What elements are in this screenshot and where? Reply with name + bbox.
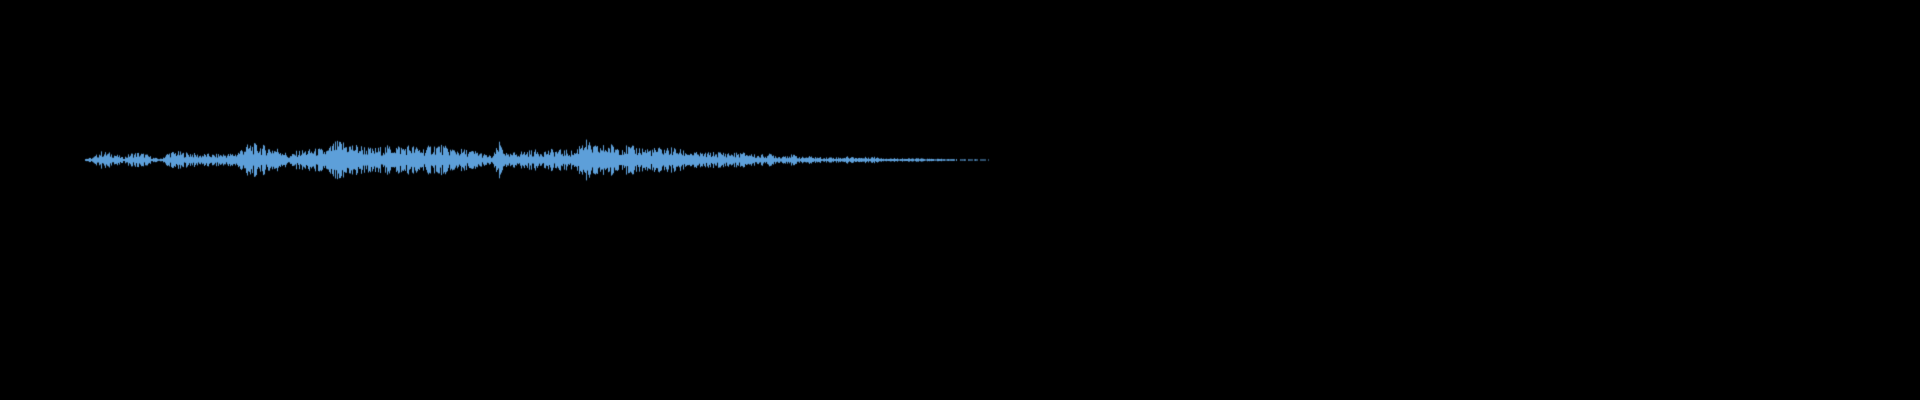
audio-waveform[interactable] [0, 0, 1920, 400]
waveform-display-panel [0, 0, 1920, 400]
